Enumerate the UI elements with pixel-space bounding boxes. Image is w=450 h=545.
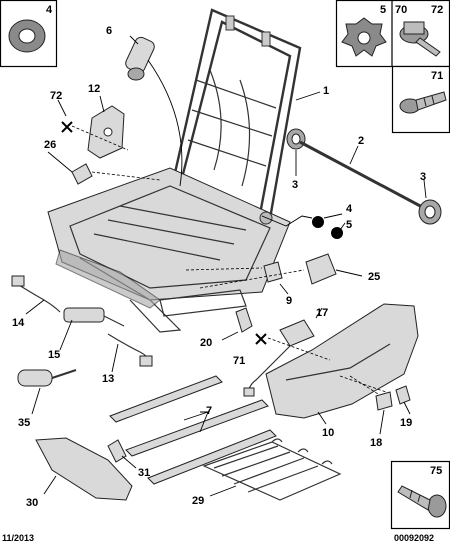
pieces-18-19 [375, 385, 411, 411]
callout-4: 4 [346, 203, 353, 215]
leader-lines [25, 35, 427, 497]
screw-70-icon [399, 21, 441, 57]
callout-35: 35 [18, 417, 30, 429]
callout-75-inset: 75 [430, 465, 442, 477]
screw-71-icon [399, 91, 447, 114]
callout-19: 19 [400, 417, 412, 429]
motor-35 [17, 369, 77, 387]
motor-6 [125, 36, 155, 81]
inset-clips-screws: 5 70 72 [335, 0, 450, 68]
callout-72-inset: 72 [431, 4, 443, 16]
bracket-12 [87, 105, 125, 159]
star-clip-icon [341, 17, 387, 57]
reference-code: 00092092 [394, 533, 434, 543]
plugs-4-5 [312, 216, 343, 239]
seat-base-frame [47, 167, 291, 333]
callout-3-lower: 3 [420, 171, 426, 183]
callout-72: 72 [50, 90, 62, 102]
spring-mat-29 [202, 438, 342, 501]
reference-date: 11/2013 [2, 533, 34, 543]
inset-screw-71: 71 [391, 65, 450, 134]
bracket-31 [107, 439, 127, 463]
callout-29: 29 [192, 495, 204, 507]
callout-17: 17 [316, 307, 328, 319]
callout-4-inset: 4 [46, 4, 53, 16]
side-panel-10 [265, 303, 419, 419]
cable-13 [107, 333, 153, 367]
inset-washer: 4 [0, 0, 58, 68]
cover-30 [35, 437, 133, 501]
callout-25: 25 [368, 271, 380, 283]
bracket-25 [305, 253, 337, 285]
cross-marker-71 [255, 333, 267, 345]
bush-3-top [286, 128, 306, 150]
callout-5: 5 [346, 219, 352, 231]
callout-10: 10 [322, 427, 334, 439]
callout-13: 13 [102, 373, 114, 385]
callout-71: 71 [233, 355, 245, 367]
callout-15: 15 [48, 349, 60, 361]
callout-18: 18 [370, 437, 382, 449]
callout-5-inset: 5 [380, 4, 386, 16]
actuator-15 [63, 307, 125, 327]
bracket-20 [235, 307, 253, 333]
callout-12: 12 [88, 83, 100, 95]
bush-3-bottom [418, 199, 442, 225]
callout-6: 6 [106, 25, 112, 37]
rails-7 [109, 375, 277, 485]
rod-2 [299, 140, 425, 210]
callout-7: 7 [206, 405, 212, 417]
callout-1: 1 [323, 85, 329, 97]
washer-icon [8, 19, 46, 53]
callout-70: 70 [395, 4, 407, 16]
callout-31: 31 [138, 467, 150, 479]
callout-14: 14 [12, 317, 25, 329]
callout-2: 2 [358, 135, 364, 147]
screw-75-icon [397, 485, 447, 518]
callout-20: 20 [200, 337, 212, 349]
inset-screw-75: 75 [390, 460, 450, 530]
callout-26: 26 [44, 139, 56, 151]
callout-3-upper: 3 [292, 179, 298, 191]
module-17 [243, 319, 315, 397]
callout-71-inset: 71 [431, 70, 443, 82]
callout-30: 30 [26, 497, 38, 509]
cross-marker-72 [61, 121, 73, 133]
callout-9: 9 [286, 295, 292, 307]
callout-labels: 6 72 12 26 1 2 3 3 4 5 25 9 17 20 71 14 … [12, 25, 426, 509]
trim-26 [71, 163, 93, 185]
